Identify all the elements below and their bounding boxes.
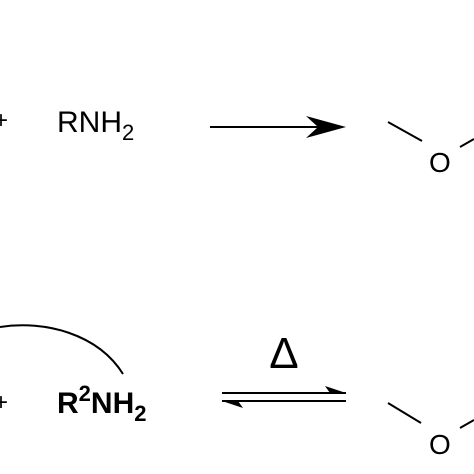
top-product-bond-right [459, 138, 474, 148]
equilibrium-arrows [222, 386, 346, 408]
bottom-product-bond [387, 402, 422, 424]
top-product-oxygen: O [429, 147, 451, 178]
heat-delta-symbol: Δ [269, 329, 298, 378]
bottom-product-fragment: O [387, 402, 474, 460]
top-reaction: + RNH2 O [0, 106, 474, 178]
top-amine-subscript: 2 [122, 120, 134, 145]
equilibrium-reverse-barb [222, 401, 243, 408]
bottom-product-bond-right [459, 419, 474, 429]
bottom-product-oxygen: O [429, 429, 451, 460]
top-forward-arrow [210, 116, 346, 138]
bottom-amine-middle: NH [91, 387, 134, 420]
top-product-bond [387, 121, 423, 142]
bottom-amine-subscript: 2 [134, 401, 146, 426]
bottom-amine-prefix: R [57, 387, 79, 420]
top-amine-formula: RNH2 [57, 106, 134, 145]
top-amine-base: RNH [57, 106, 122, 139]
bottom-reaction: + R2NH2 Δ O [0, 324, 474, 460]
bottom-amine-formula: R2NH2 [57, 381, 147, 426]
bottom-plus-sign: + [0, 389, 8, 416]
top-plus-sign: + [0, 107, 8, 134]
top-arrow-head [306, 116, 346, 138]
equilibrium-forward-barb [325, 386, 346, 393]
curved-bond [0, 324, 124, 375]
bottom-amine-superscript: 2 [79, 381, 91, 406]
top-product-fragment: O [387, 121, 474, 178]
